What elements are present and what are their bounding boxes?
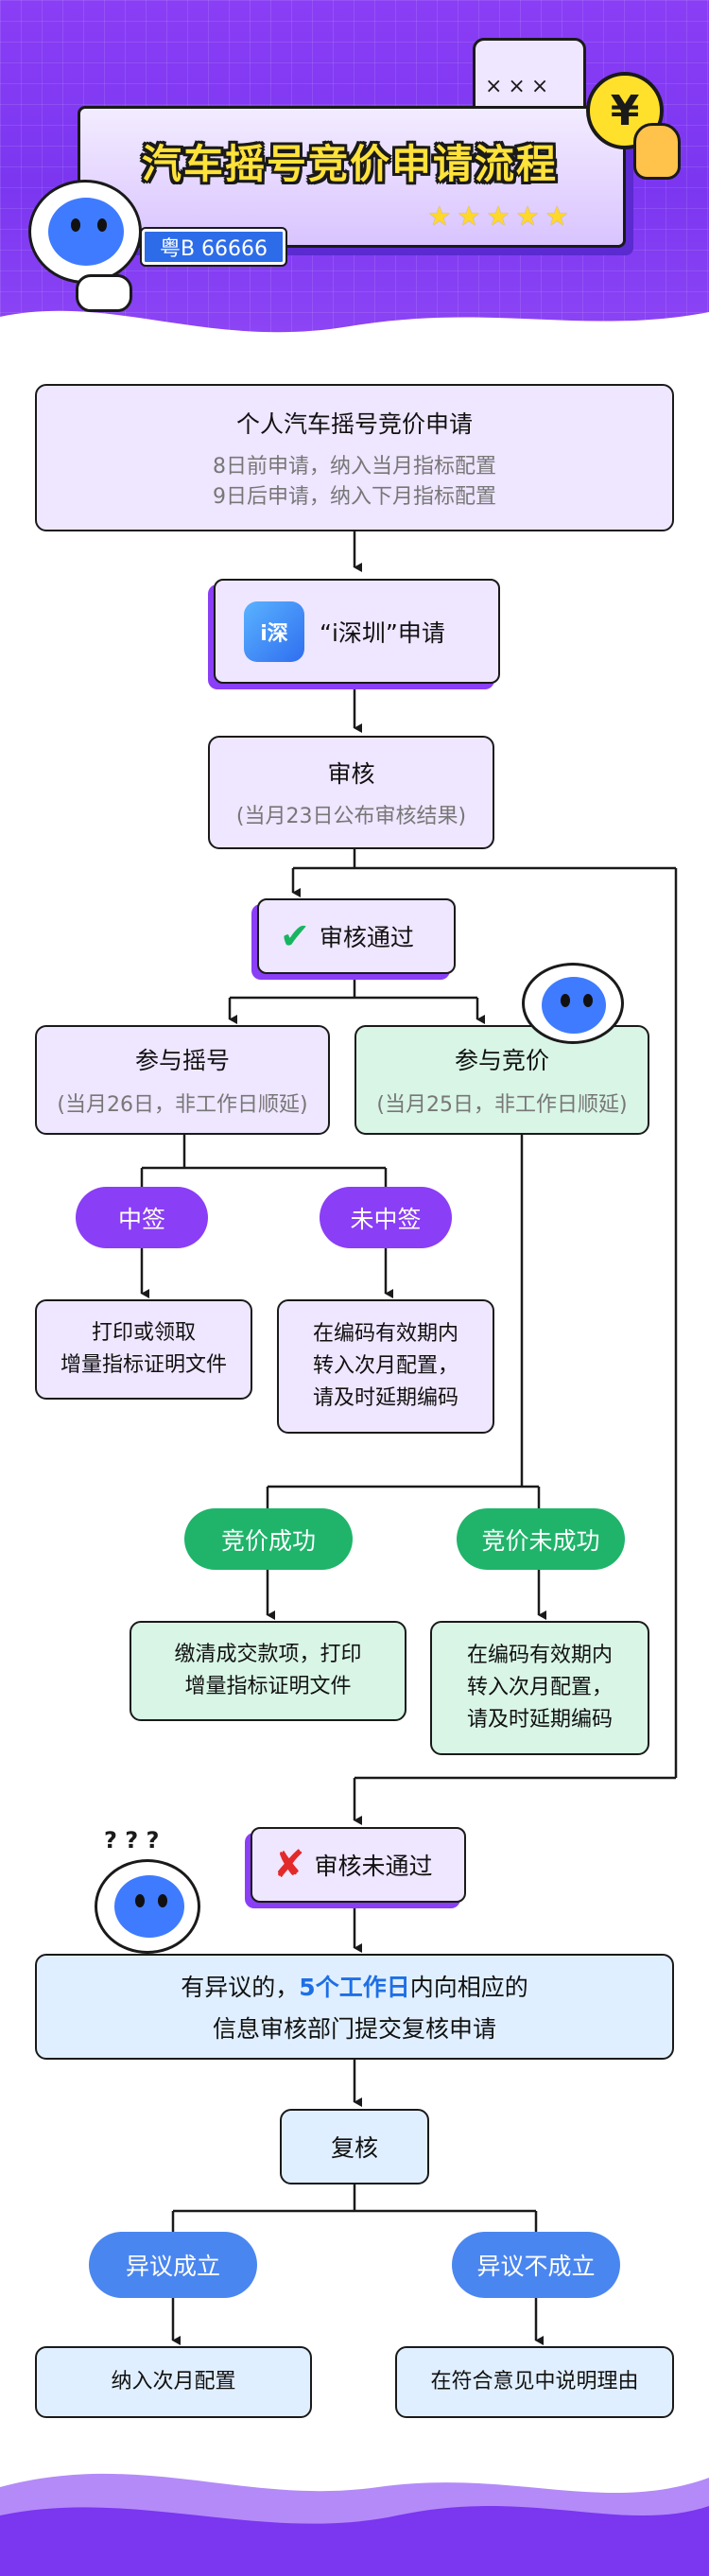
bidding-note: (当月25日，非工作日顺延)	[376, 1093, 628, 1117]
passed-label: 审核通过	[319, 924, 414, 951]
win-result-box: 打印或领取 增量指标证明文件	[35, 1299, 252, 1400]
recheck-label: 复核	[330, 2134, 378, 2162]
bid-win-result-box: 缴清成交款项，打印 增量指标证明文件	[130, 1621, 406, 1721]
objection-fail-result-text: 在符合意见中说明理由	[430, 2370, 639, 2393]
hand-icon	[633, 123, 681, 180]
bid-win-pill: 竞价成功	[184, 1508, 353, 1570]
bid-lose-line-1: 在编码有效期内	[466, 1644, 613, 1667]
ishenzhen-label: “i深圳”申请	[320, 618, 445, 647]
bidding-title: 参与竞价	[454, 1047, 549, 1074]
bid-lose-pill: 竞价未成功	[457, 1508, 625, 1570]
header-wave	[0, 310, 709, 359]
bid-win-line-1: 缴清成交款项，打印	[174, 1643, 362, 1666]
review-note: (当月23日公布审核结果)	[235, 805, 467, 828]
win-result-line-1: 打印或领取	[91, 1321, 196, 1345]
mascot-confused-icon	[95, 1859, 200, 1954]
objection-ok-result: 纳入次月配置	[35, 2346, 312, 2418]
mascot-body	[76, 274, 132, 312]
objection-highlight: 5个工作日	[299, 1974, 410, 2001]
objection-post: 内向相应的	[409, 1974, 528, 2001]
ishenzhen-app-icon: i深	[244, 600, 304, 662]
lottery-box: 参与摇号 (当月26日，非工作日顺延)	[35, 1025, 330, 1135]
lose-result-line-2: 转入次月配置，	[312, 1354, 458, 1378]
objection-fail-result: 在符合意见中说明理由	[395, 2346, 674, 2418]
review-title: 审核	[327, 760, 375, 788]
question-marks: ? ? ?	[104, 1827, 160, 1854]
lose-result-line-3: 请及时延期编码	[312, 1386, 458, 1410]
apply-title: 个人汽车摇号竞价申请	[235, 410, 473, 438]
objection-line-2: 信息审核部门提交复核申请	[212, 2015, 496, 2043]
win-result-line-2: 增量指标证明文件	[60, 1353, 227, 1377]
objection-box: 有异议的，5个工作日内向相应的 信息审核部门提交复核申请	[35, 1954, 674, 2060]
apply-line-1: 8日前申请，纳入当月指标配置	[213, 455, 496, 479]
ishenzhen-icon-text: i深	[260, 621, 288, 646]
objection-ok-pill: 异议成立	[89, 2232, 257, 2298]
license-plate: 粤B 66666	[140, 227, 287, 267]
objection-line-1: 有异议的，5个工作日内向相应的	[181, 1969, 527, 2003]
lose-pill: 未中签	[320, 1187, 452, 1248]
lose-result-line-1: 在编码有效期内	[312, 1322, 458, 1346]
footer-wave	[0, 2473, 709, 2576]
passed-badge: ✔ 审核通过	[257, 898, 456, 974]
bidding-box: 参与竞价 (当月25日，非工作日顺延)	[354, 1025, 649, 1135]
lottery-title: 参与摇号	[134, 1047, 230, 1074]
failed-label: 审核未通过	[314, 1853, 433, 1880]
failed-badge: ✘ 审核未通过	[251, 1827, 466, 1903]
apply-line-2: 9日后申请，纳入下月指标配置	[213, 485, 496, 509]
bid-lose-result-box: 在编码有效期内 转入次月配置， 请及时延期编码	[430, 1621, 649, 1755]
lottery-note: (当月26日，非工作日顺延)	[57, 1093, 308, 1117]
title-board	[78, 106, 626, 248]
mascot-peek-icon	[522, 963, 624, 1044]
page-title: 汽车摇号竞价申请流程	[141, 140, 558, 187]
check-icon: ✔	[280, 915, 310, 957]
win-pill: 中签	[76, 1187, 208, 1248]
bid-lose-line-3: 请及时延期编码	[466, 1708, 613, 1732]
ishenzhen-apply-button[interactable]: i深 “i深圳”申请	[214, 579, 500, 684]
recheck-box: 复核	[280, 2109, 429, 2184]
objection-fail-pill: 异议不成立	[452, 2232, 620, 2298]
cross-icon: ✘	[273, 1843, 305, 1887]
bid-win-line-2: 增量指标证明文件	[184, 1675, 352, 1698]
objection-ok-result-text: 纳入次月配置	[111, 2370, 236, 2393]
objection-pre: 有异议的，	[181, 1974, 300, 2001]
lose-result-box: 在编码有效期内 转入次月配置， 请及时延期编码	[277, 1299, 494, 1434]
rating-stars: ★★★★★	[427, 200, 575, 232]
phone-marks: ×××	[485, 75, 555, 98]
apply-box: 个人汽车摇号竞价申请 8日前申请，纳入当月指标配置 9日后申请，纳入下月指标配置	[35, 384, 674, 531]
mascot-icon	[28, 180, 142, 284]
review-box: 审核 (当月23日公布审核结果)	[208, 736, 494, 849]
bid-lose-line-2: 转入次月配置，	[466, 1676, 613, 1699]
